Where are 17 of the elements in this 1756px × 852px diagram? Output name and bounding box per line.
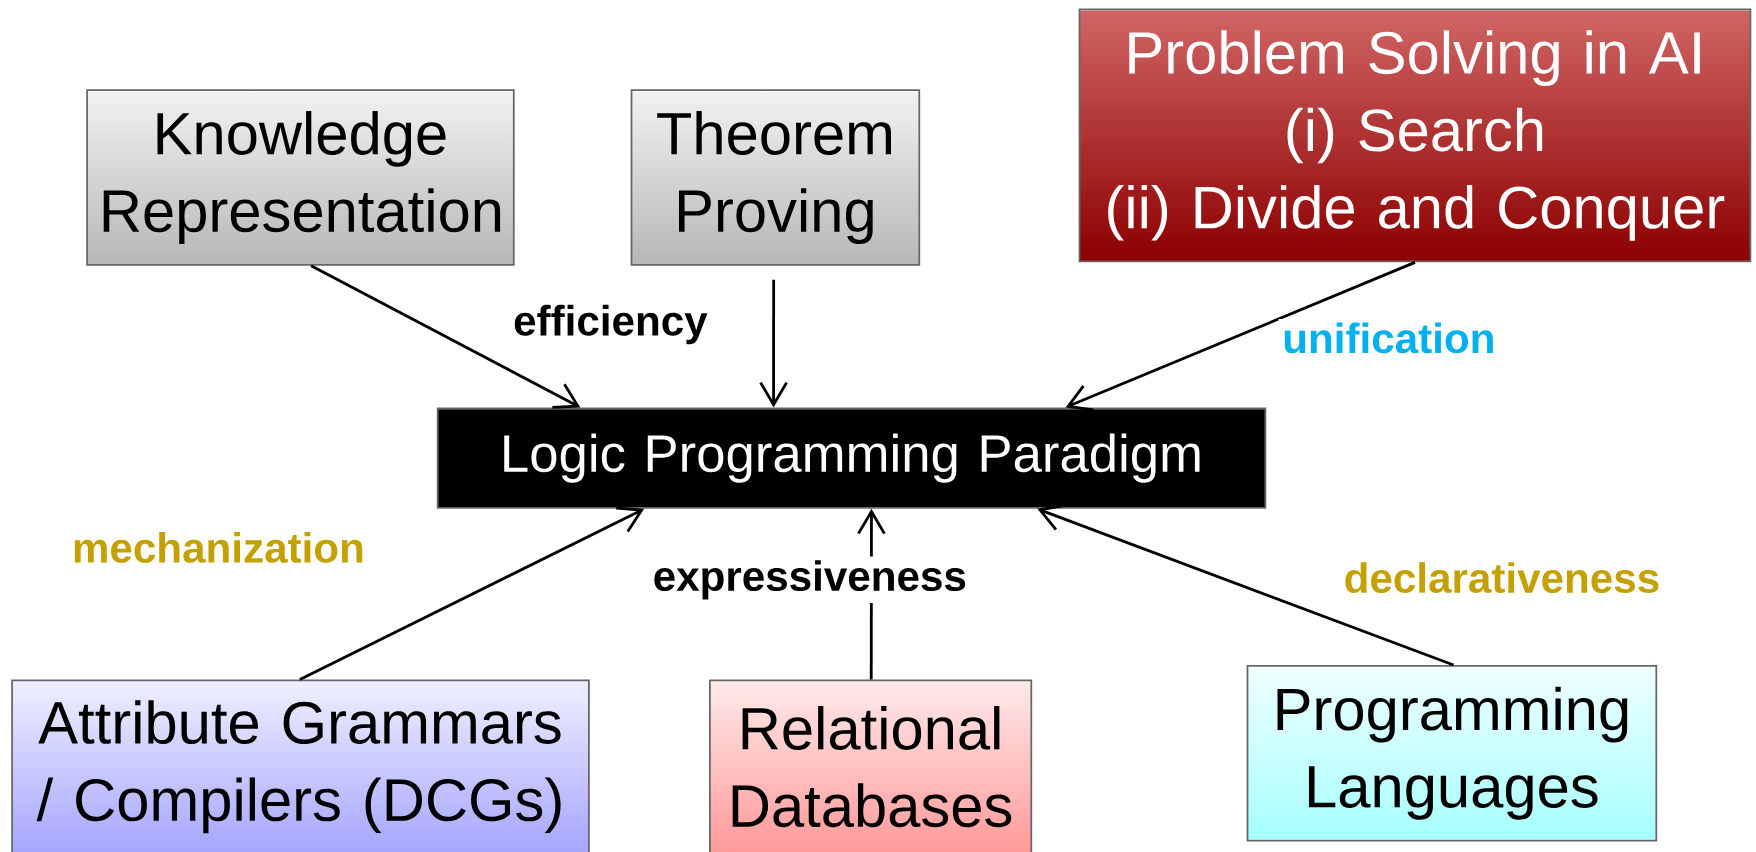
keyword-label: declarativeness [1340, 558, 1664, 597]
topic-box: Theorem Proving [630, 89, 921, 266]
keyword-label: mechanization [68, 528, 369, 567]
keyword-label: expressiveness [649, 556, 971, 603]
application-box: Relational Databases [709, 679, 1033, 852]
paradigm-box: Logic Programming Paradigm [436, 407, 1267, 509]
arrow [1037, 504, 1455, 667]
topic-box: Problem Solving in AI (i) Search (ii) Divide and Conquer [1078, 8, 1752, 263]
application-box: Programming Languages [1246, 665, 1658, 842]
keyword-label: unification [1278, 318, 1499, 357]
application-box: Attribute Grammars / Compilers (DCGs) [11, 679, 590, 852]
arrow [310, 264, 581, 409]
keyword-label: efficiency [509, 301, 712, 348]
arrow [759, 279, 788, 408]
topic-box: Knowledge Representation [86, 89, 515, 266]
arrow [299, 506, 645, 681]
arrow [1065, 261, 1416, 412]
